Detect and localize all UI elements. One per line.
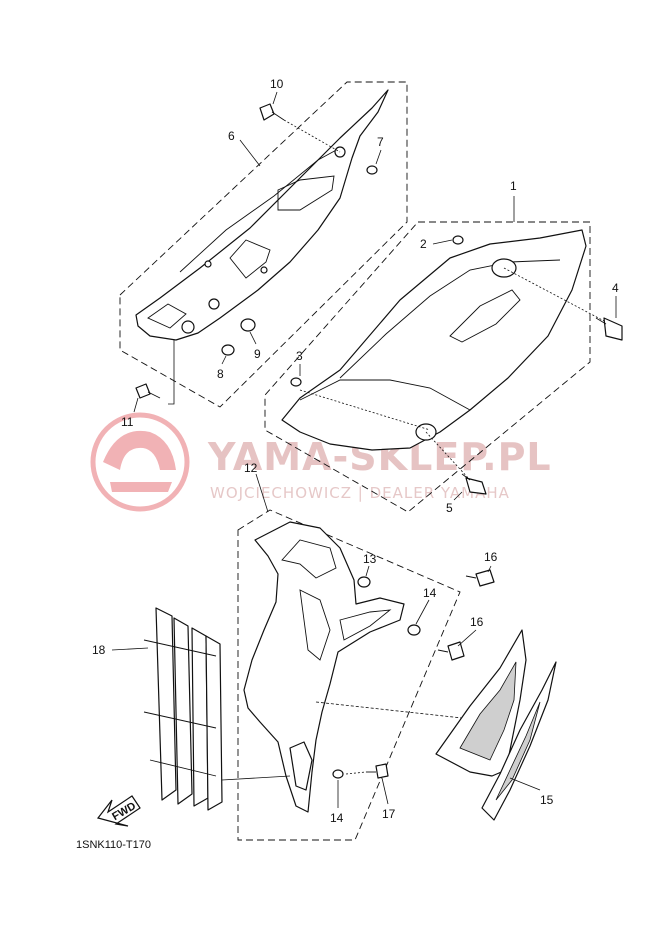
callout-12: 12 <box>244 461 258 475</box>
diagram-code: 1SNK110-T170 <box>76 839 151 851</box>
shroud-assembly <box>237 509 463 841</box>
callout-2: 2 <box>420 237 427 251</box>
grommet-hole-lower <box>181 320 195 334</box>
callout-14-upper: 14 <box>423 586 437 600</box>
bolt-16-lower <box>437 641 465 661</box>
cover-1-vent <box>449 289 521 343</box>
callout-17: 17 <box>382 807 396 821</box>
side-cover-1 <box>281 229 587 451</box>
callout-4: 4 <box>612 281 619 295</box>
cover-6-bracket <box>229 239 271 279</box>
cover-6-front-mount <box>147 303 187 329</box>
callout-7: 7 <box>377 135 384 149</box>
callout-16-lower: 16 <box>470 615 484 629</box>
callout-13: 13 <box>363 552 377 566</box>
cover-1-ridge <box>339 259 561 379</box>
washer-8 <box>221 344 235 356</box>
callout-5: 5 <box>446 501 453 515</box>
bolt-5 <box>425 431 487 495</box>
side-cover-6 <box>135 89 389 341</box>
watermark-logo <box>90 412 190 512</box>
shroud-mount-tab <box>289 741 313 791</box>
washer-7 <box>366 165 378 175</box>
fwd-label: FWD <box>110 800 138 823</box>
grommet-14-lower <box>332 769 344 779</box>
callout-10: 10 <box>270 77 284 91</box>
bolt-16-upper <box>465 569 495 587</box>
side-cover-assembly-right <box>264 221 591 513</box>
shroud-lower-cutout <box>299 589 331 661</box>
callout-14-lower: 14 <box>330 811 344 825</box>
callout-1: 1 <box>510 179 517 193</box>
callout-16-upper: 16 <box>484 550 498 564</box>
callout-8: 8 <box>217 367 224 381</box>
callout-6: 6 <box>228 129 235 143</box>
rivet-point <box>260 266 268 274</box>
grommet-3 <box>290 377 302 387</box>
grommet-hole-mid <box>208 298 220 310</box>
cover-6-tab <box>277 175 335 211</box>
assembly-boundary-lower <box>237 509 461 841</box>
callout-11: 11 <box>121 415 134 429</box>
grommet-14-upper <box>407 624 421 636</box>
bolt-4 <box>503 267 623 341</box>
cover-6-edge <box>179 147 341 273</box>
callout-15: 15 <box>540 793 554 807</box>
callout-9: 9 <box>254 347 261 361</box>
cover-1-lower-line <box>299 379 471 411</box>
callout-18: 18 <box>92 643 106 657</box>
bolt-10 <box>259 103 341 153</box>
shroud-fin <box>339 609 392 641</box>
assembly-boundary-right <box>264 221 591 513</box>
assembly-boundary-left <box>119 81 408 408</box>
shroud-upper-cutout <box>281 539 337 579</box>
bolt-11 <box>135 340 175 405</box>
grommet-2 <box>452 235 464 245</box>
leader-lines <box>111 91 617 808</box>
rivet-point-2 <box>204 260 212 268</box>
graphic-decal-15 <box>435 629 557 821</box>
collar-9 <box>240 318 256 332</box>
radiator-shroud-12 <box>243 521 405 813</box>
bolt-17 <box>345 763 389 779</box>
side-cover-assembly-left <box>119 81 408 408</box>
radiator-louver-18 <box>143 607 291 811</box>
watermark-subtitle: WOJCIECHOWICZ | DEALER YAMAHA <box>210 484 510 502</box>
fwd-arrow-icon: FWD <box>96 795 141 827</box>
grommet-13 <box>357 576 371 588</box>
callout-labels: 1 2 3 4 5 6 7 8 9 10 11 12 13 14 14 15 1… <box>92 77 619 825</box>
callout-3: 3 <box>296 349 303 363</box>
